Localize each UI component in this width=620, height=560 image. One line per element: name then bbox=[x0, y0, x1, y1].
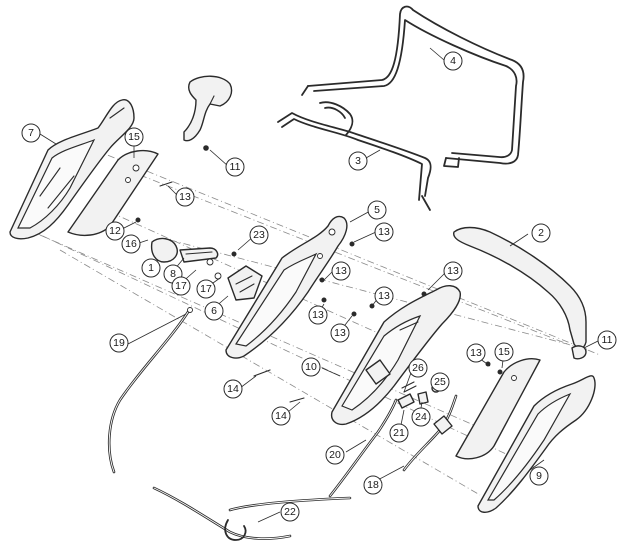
handle-knob-upper-left bbox=[183, 75, 233, 151]
center-control-cover bbox=[225, 215, 348, 359]
svg-text:12: 12 bbox=[109, 225, 121, 237]
svg-text:2: 2 bbox=[538, 227, 544, 239]
svg-text:21: 21 bbox=[393, 427, 405, 439]
svg-text:14: 14 bbox=[227, 383, 239, 395]
svg-text:13: 13 bbox=[334, 327, 346, 339]
callout-9: 9 bbox=[529, 466, 549, 486]
callout-26: 26 bbox=[408, 358, 428, 378]
svg-text:25: 25 bbox=[434, 376, 446, 388]
callout-14a: 14 bbox=[223, 379, 243, 399]
svg-text:17: 17 bbox=[175, 280, 187, 292]
svg-text:4: 4 bbox=[450, 55, 456, 67]
svg-text:8: 8 bbox=[170, 268, 176, 280]
callout-13g: 13 bbox=[443, 261, 463, 281]
upper-handle-bar bbox=[301, 5, 525, 168]
left-side-cover bbox=[9, 99, 135, 240]
callout-1: 1 bbox=[141, 258, 161, 278]
part-callouts: 7 15 13 11 4 3 5 13 2 12 16 1 23 8 17 17… bbox=[21, 51, 617, 522]
svg-text:20: 20 bbox=[329, 449, 341, 461]
callout-22: 22 bbox=[280, 502, 300, 522]
callout-7: 7 bbox=[21, 123, 41, 143]
callout-13b: 13 bbox=[374, 222, 394, 242]
callout-15a: 15 bbox=[124, 127, 144, 147]
callout-20: 20 bbox=[325, 445, 345, 465]
callout-13f: 13 bbox=[374, 286, 394, 306]
svg-text:1: 1 bbox=[148, 262, 154, 274]
svg-text:13: 13 bbox=[335, 265, 347, 277]
lower-handle-bar bbox=[277, 101, 432, 211]
lever-spring bbox=[179, 247, 219, 263]
svg-text:18: 18 bbox=[367, 479, 379, 491]
callout-6: 6 bbox=[204, 301, 224, 321]
svg-text:6: 6 bbox=[211, 305, 217, 317]
handle-bolt-right bbox=[571, 345, 587, 360]
left-bracket bbox=[67, 149, 159, 237]
svg-text:22: 22 bbox=[284, 506, 296, 518]
callout-11b: 11 bbox=[597, 330, 617, 350]
cable-22 bbox=[152, 486, 352, 541]
switch-block bbox=[227, 265, 263, 301]
cable-20 bbox=[328, 398, 398, 498]
svg-text:10: 10 bbox=[305, 361, 317, 373]
callout-17a: 17 bbox=[171, 276, 191, 296]
callout-24: 24 bbox=[411, 407, 431, 427]
svg-text:9: 9 bbox=[536, 470, 542, 482]
callout-4: 4 bbox=[443, 51, 463, 71]
callout-14b: 14 bbox=[271, 406, 291, 426]
callout-15b: 15 bbox=[494, 342, 514, 362]
upper-bar-cover bbox=[453, 226, 587, 349]
callout-13c: 13 bbox=[331, 261, 351, 281]
callout-5: 5 bbox=[367, 200, 387, 220]
svg-text:5: 5 bbox=[374, 204, 380, 216]
svg-text:13: 13 bbox=[470, 347, 482, 359]
callout-10: 10 bbox=[301, 357, 321, 377]
callout-13e: 13 bbox=[330, 323, 350, 343]
svg-text:13: 13 bbox=[378, 226, 390, 238]
assembly-guide-lines bbox=[29, 149, 601, 496]
callout-19: 19 bbox=[109, 333, 129, 353]
svg-text:11: 11 bbox=[230, 161, 241, 173]
svg-text:3: 3 bbox=[355, 155, 361, 167]
callout-21: 21 bbox=[389, 423, 409, 443]
svg-text:24: 24 bbox=[415, 411, 427, 423]
svg-text:15: 15 bbox=[128, 131, 140, 143]
svg-text:11: 11 bbox=[602, 334, 613, 346]
cable-18 bbox=[402, 394, 458, 472]
callout-11a: 11 bbox=[225, 157, 245, 177]
svg-text:19: 19 bbox=[113, 337, 125, 349]
svg-text:15: 15 bbox=[498, 346, 510, 358]
grip bbox=[150, 237, 178, 263]
right-side-cover bbox=[477, 375, 596, 513]
callout-18: 18 bbox=[363, 475, 383, 495]
callout-13a: 13 bbox=[175, 187, 195, 207]
right-bracket bbox=[455, 358, 541, 460]
svg-text:26: 26 bbox=[412, 362, 424, 374]
callout-16: 16 bbox=[121, 234, 141, 254]
callout-2: 2 bbox=[531, 223, 551, 243]
svg-text:13: 13 bbox=[312, 309, 324, 321]
cable-19 bbox=[107, 307, 193, 474]
svg-text:13: 13 bbox=[179, 191, 191, 203]
svg-text:14: 14 bbox=[275, 410, 287, 422]
svg-text:13: 13 bbox=[378, 290, 390, 302]
callout-25: 25 bbox=[430, 372, 450, 392]
callout-23: 23 bbox=[249, 225, 269, 245]
svg-text:13: 13 bbox=[447, 265, 459, 277]
svg-text:16: 16 bbox=[125, 238, 137, 250]
svg-text:17: 17 bbox=[200, 283, 212, 295]
svg-text:7: 7 bbox=[28, 127, 34, 139]
callout-3: 3 bbox=[348, 151, 368, 171]
right-control-cover bbox=[330, 285, 461, 426]
callout-13h: 13 bbox=[466, 343, 486, 363]
callout-17b: 17 bbox=[196, 279, 216, 299]
svg-text:23: 23 bbox=[253, 229, 265, 241]
callout-13d: 13 bbox=[308, 305, 328, 325]
callout-12: 12 bbox=[105, 221, 125, 241]
